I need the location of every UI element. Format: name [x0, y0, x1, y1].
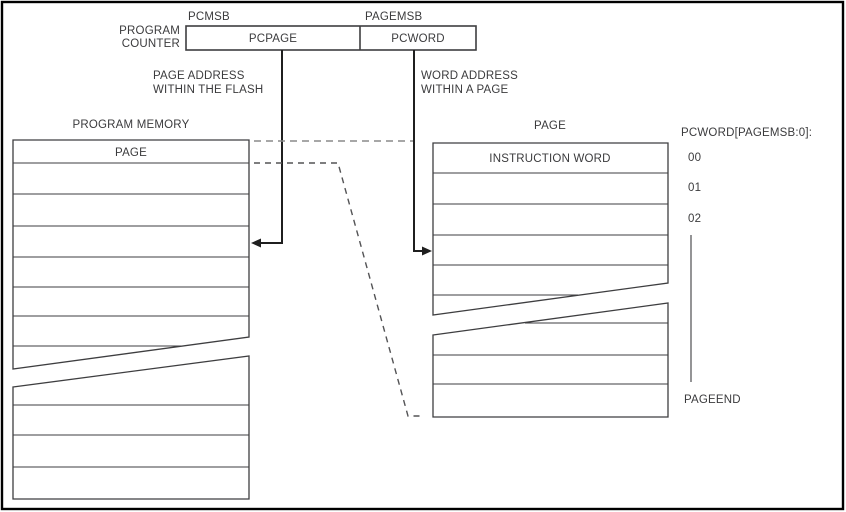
- pcpage-pointer-arrow: [251, 50, 283, 248]
- word-address-note-line2: WITHIN A PAGE: [421, 84, 509, 96]
- program-memory-lower-block: [12, 355, 250, 500]
- word-address-note-line1: WORD ADDRESS: [421, 70, 518, 82]
- pageend-label: PAGEEND: [684, 394, 741, 406]
- program-memory-title: PROGRAM MEMORY: [73, 119, 190, 131]
- page-detail-lower-rows: [433, 322, 668, 385]
- pagemsb-label: PAGEMSB: [365, 11, 423, 23]
- page-detail-table: PAGE INSTRUCTION WORD: [432, 120, 669, 418]
- program-memory-page-row-label: PAGE: [115, 147, 147, 159]
- pcword-pointer-arrow: [413, 50, 432, 256]
- program-counter-label-line2: COUNTER: [122, 38, 180, 50]
- program-memory-upper-block: [12, 139, 250, 370]
- register-box: [185, 25, 477, 51]
- page-detail-upper-rows: [433, 172, 668, 296]
- word-index-00: 00: [688, 152, 701, 164]
- pcpage-arrow-line: [258, 50, 283, 244]
- pcword-arrow-line: [413, 50, 424, 252]
- program-memory-upper-rows: [13, 162, 249, 347]
- page-address-note-line1: PAGE ADDRESS: [153, 70, 245, 82]
- word-index-column: PCWORD[PAGEMSB:0]: 00 01 02 PAGEEND: [681, 127, 812, 406]
- page-address-note-line2: WITHIN THE FLASH: [153, 84, 263, 96]
- instruction-word-row-label: INSTRUCTION WORD: [489, 153, 610, 165]
- program-counter-register: PCMSB PAGEMSB PROGRAM COUNTER PCPAGE PCW…: [119, 11, 477, 51]
- pcmsb-label: PCMSB: [188, 11, 230, 23]
- program-memory-lower-rows: [13, 404, 249, 468]
- pcpage-field-label: PCPAGE: [249, 33, 297, 45]
- pcword-field-label: PCWORD: [391, 33, 445, 45]
- pcword-index-header: PCWORD[PAGEMSB:0]:: [681, 127, 812, 139]
- word-index-02: 02: [688, 213, 701, 225]
- page-detail-upper-block: [432, 142, 669, 316]
- pcpage-arrowhead-icon: [251, 238, 261, 248]
- page-expansion-dashed-line-bottom: [254, 162, 424, 417]
- page-detail-title: PAGE: [534, 120, 566, 132]
- address-annotations: PAGE ADDRESS WITHIN THE FLASH WORD ADDRE…: [153, 70, 518, 96]
- word-index-01: 01: [688, 182, 701, 194]
- pcword-arrowhead-icon: [422, 246, 432, 256]
- page-detail-lower-block: [432, 302, 669, 418]
- program-counter-label-line1: PROGRAM: [119, 25, 180, 37]
- program-memory-table: PROGRAM MEMORY PAGE: [12, 119, 250, 500]
